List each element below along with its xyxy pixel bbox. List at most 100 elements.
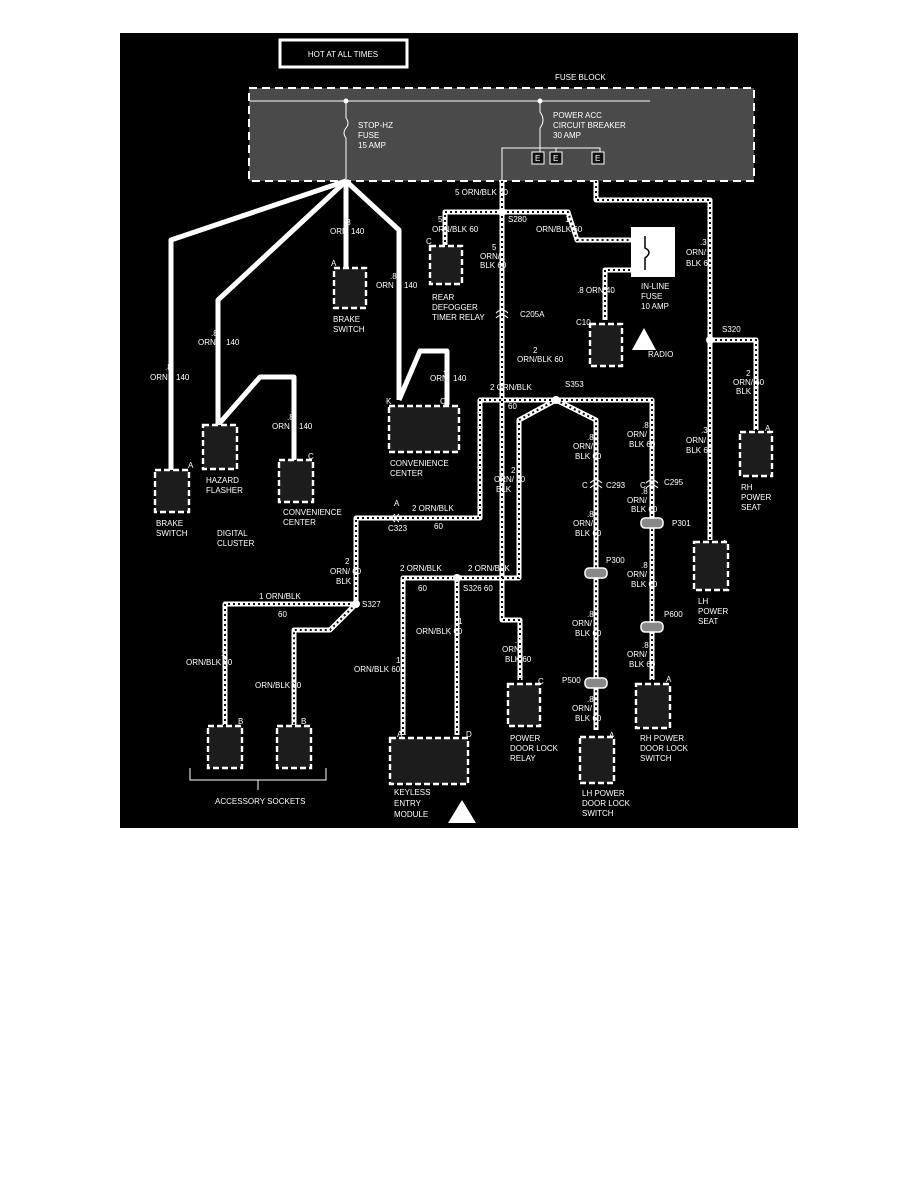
connector-p600-label: P600: [664, 610, 683, 619]
connector-c323-pin: A: [394, 499, 400, 508]
in-line-fuse-line2: FUSE: [641, 292, 662, 301]
connector-p301-label: P301: [672, 519, 691, 528]
wire-label: .8: [642, 641, 649, 650]
terminal-e-1-label: E: [535, 154, 540, 163]
lh-power-seat-line3: SEAT: [698, 617, 718, 626]
splice-s327-label: S327: [362, 600, 381, 609]
wire-label: ORN/: [572, 619, 593, 628]
accessory-sockets-label: ACCESSORY SOCKETS: [215, 797, 305, 806]
brake-switch-2-pin: A: [188, 461, 194, 470]
lh-door-lock-switch-line3: SWITCH: [582, 809, 614, 818]
splice-s327-dot: [352, 600, 360, 608]
wire-label: BLK 60: [480, 261, 507, 270]
in-line-fuse: [631, 227, 675, 277]
wire-label: 1: [396, 656, 401, 665]
wire-label: .8: [515, 636, 522, 645]
wire-label: 2 ORN/BLK: [490, 383, 532, 392]
digital-cluster-line2: CLUSTER: [217, 539, 255, 548]
convenience-center-1-line1: CONVENIENCE: [390, 459, 449, 468]
connector-c295: [645, 479, 659, 489]
power-acc-line1: POWER ACC: [553, 111, 602, 120]
wire-label: 60: [418, 584, 427, 593]
wire-label: .8: [587, 433, 594, 442]
in-line-fuse-line1: IN-LINE: [641, 282, 669, 291]
wire-label: 1: [565, 215, 570, 224]
wire-label: ORN/: [686, 436, 707, 445]
convenience-center-2-pin: C: [308, 452, 314, 461]
lh-door-lock-switch-pin: A: [609, 731, 615, 740]
connector-p500-label: P500: [562, 676, 581, 685]
brake-switch-1: [332, 266, 368, 310]
wire-label: 2: [345, 557, 350, 566]
power-acc-line2: CIRCUIT BREAKER: [553, 121, 626, 130]
wire-label: ORN/BLK 60: [255, 681, 302, 690]
wire-label: 140: [351, 227, 365, 236]
wire-label: ORN/: [627, 430, 648, 439]
wire-label: ORN/ 60: [733, 378, 765, 387]
wire-label: BLK 60: [575, 529, 602, 538]
wire-label: BLK 60: [629, 440, 656, 449]
lh-power-seat-line1: LH: [698, 597, 708, 606]
connector-c10-label: C10: [576, 318, 591, 327]
wire-label: ORN/: [573, 519, 594, 528]
wire-label: BLK 60: [575, 629, 602, 638]
rear-defogger-line2: DEFOGGER: [432, 303, 478, 312]
wire-label: BLK 60: [686, 446, 713, 455]
keyless-entry-pin-a: A: [397, 730, 403, 739]
convenience-center-2: [277, 458, 315, 504]
digital-cluster-line1: DIGITAL: [217, 529, 248, 538]
wire-label: ORN/BLK 60: [354, 665, 401, 674]
connector-c323: [392, 513, 400, 523]
splice-s326-label: S326 60: [463, 584, 493, 593]
wire-label: .8: [287, 413, 294, 422]
convenience-center-2-line2: CENTER: [283, 518, 316, 527]
stop-hz-line1: STOP-HZ: [358, 121, 393, 130]
power-acc-line3: 30 AMP: [553, 131, 581, 140]
rh-door-lock-switch-pin: A: [666, 675, 672, 684]
wire-label: ORN/: [627, 650, 648, 659]
connector-p500: [584, 677, 608, 689]
wire-label: 140: [404, 281, 418, 290]
stop-hz-line3: 15 AMP: [358, 141, 386, 150]
lh-power-door-lock-switch: [578, 735, 616, 785]
hot-at-all-times-label: HOT AT ALL TIMES: [308, 50, 378, 59]
connector-c293-c: C: [582, 481, 588, 490]
wire-label: .8: [390, 272, 397, 281]
accessory-socket-1-pin: B: [238, 717, 243, 726]
lh-door-lock-switch-line1: LH POWER: [582, 789, 625, 798]
convenience-center-1: [387, 404, 461, 454]
wire-label: ORN/: [627, 570, 648, 579]
rh-door-lock-switch-line3: SWITCH: [640, 754, 672, 763]
wire-label: .8: [642, 421, 649, 430]
wire-label: ORN: [376, 281, 394, 290]
wire-label: ORN/: [502, 645, 523, 654]
wire-label: BLK 60: [505, 655, 532, 664]
circuit-breaker-symbol: [501, 101, 544, 205]
splice-s326-dot: [453, 574, 461, 582]
wire-label: ORN/BLK 60: [517, 355, 564, 364]
splice-s320-label: S320: [722, 325, 741, 334]
brake-switch-2-line1: BRAKE: [156, 519, 183, 528]
wire-label: 140: [453, 374, 467, 383]
wire-label: ORN/: [573, 442, 594, 451]
wire-label: 2: [533, 346, 538, 355]
wire-label: BLK 60: [631, 505, 658, 514]
wire-label: 140: [299, 422, 313, 431]
wire-label: .8 ORN 40: [577, 286, 615, 295]
power-door-lock-relay: [506, 682, 542, 728]
wire-label: ORN: [430, 374, 448, 383]
wire-label: BLK: [496, 485, 512, 494]
wire-label: ORN/ 60: [494, 475, 526, 484]
convenience-center-2-line1: CONVENIENCE: [283, 508, 342, 517]
splice-s280-dot: [498, 208, 506, 216]
convenience-center-1-pin-k: K: [386, 397, 392, 406]
splice-s320-dot: [706, 336, 714, 344]
wire-label: ORN/: [686, 248, 707, 257]
keyless-entry-line1: KEYLESS: [394, 788, 430, 797]
wire-label: 60: [434, 522, 443, 531]
connector-p300-label: P300: [606, 556, 625, 565]
splice-s353-dot: [552, 396, 560, 404]
radio: [588, 322, 624, 368]
rh-door-lock-switch-line2: DOOR LOCK: [640, 744, 689, 753]
wire-label: .8: [211, 329, 218, 338]
